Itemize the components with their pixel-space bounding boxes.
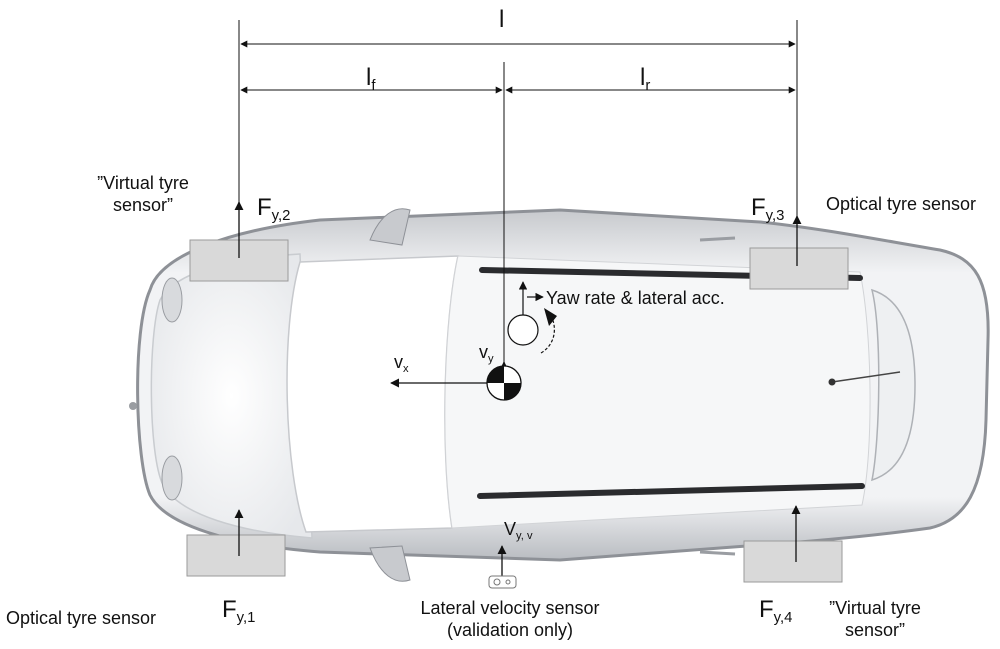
dimension-label-lr: lr — [640, 64, 650, 94]
velocity-vyv-text: V — [504, 519, 517, 539]
velocity-label-vx: vx — [394, 352, 409, 374]
car-headlight-bottom — [161, 455, 183, 501]
car-mirror-top — [369, 208, 411, 246]
yaw-rotation-arrowhead — [544, 308, 557, 326]
lateral-velocity-sensor-line2: (validation only) — [446, 620, 574, 640]
dimension-lr-subscript: r — [645, 78, 651, 95]
car-badge — [129, 402, 137, 410]
velocity-vyv-subscript: y, v — [516, 529, 533, 542]
sensor-box-rear-left — [749, 247, 849, 290]
dimension-label-lf: lf — [366, 64, 375, 94]
lateral-velocity-sensor-label: Lateral velocity sensor (validation only… — [390, 597, 630, 641]
lateral-velocity-sensor-lens-2 — [505, 579, 511, 585]
sensor-box-rear-right — [743, 540, 843, 583]
force-label-fy2: Fy,2 — [257, 194, 290, 224]
force-label-fy3: Fy,3 — [751, 194, 784, 224]
optical-tyre-sensor-top-label: Optical tyre sensor — [826, 194, 977, 214]
cog-quadrant-top-left — [487, 366, 504, 383]
velocity-vy-subscript: y — [488, 352, 494, 365]
optical-tyre-sensor-bottom-label: Optical tyre sensor — [6, 608, 157, 628]
force-fy4-text: F — [759, 596, 774, 623]
force-fy3-text: F — [751, 194, 766, 221]
car-mirror-bottom — [369, 545, 411, 582]
virtual-tyre-sensor-bottom-line1: ”Virtual tyre — [829, 598, 921, 618]
velocity-label-vyv: Vy, v — [504, 519, 533, 541]
force-arrows — [234, 201, 802, 562]
car-rear-wiper-pivot — [828, 378, 836, 386]
car-rear-window — [870, 288, 916, 482]
sensor-boxes — [186, 239, 849, 583]
dimension-lines — [238, 20, 798, 388]
force-fy2-text: F — [257, 194, 272, 221]
dimension-lf-subscript: f — [371, 78, 376, 95]
yaw-rate-label: Yaw rate & lateral acc. — [546, 288, 725, 308]
virtual-tyre-sensor-top-line2: sensor” — [112, 195, 174, 215]
force-label-fy4: Fy,4 — [759, 596, 792, 626]
virtual-tyre-sensor-top-label: ”Virtual tyre sensor” — [78, 172, 208, 216]
dimension-l-text: l — [499, 6, 505, 33]
door-handle-top — [699, 236, 736, 242]
door-handle-bottom — [699, 550, 736, 556]
sensor-box-front-right — [186, 534, 286, 577]
center-of-gravity — [390, 361, 522, 401]
car-roof — [444, 255, 871, 529]
force-fy2-subscript: y,2 — [271, 208, 291, 225]
virtual-tyre-sensor-bottom-label: ”Virtual tyre sensor” — [810, 597, 940, 641]
force-fy3-subscript: y,3 — [765, 208, 785, 225]
lateral-velocity-sensor-line1: Lateral velocity sensor — [420, 598, 600, 618]
virtual-tyre-sensor-bottom-line2: sensor” — [844, 620, 906, 640]
velocity-label-vy: vy — [479, 342, 494, 364]
car-rear-wiper — [831, 371, 901, 383]
force-fy4-subscript: y,4 — [773, 610, 793, 627]
velocity-vx-text: v — [394, 352, 403, 372]
force-fy1-subscript: y,1 — [236, 610, 256, 627]
velocity-vx-subscript: x — [403, 362, 409, 375]
lateral-velocity-sensor — [488, 545, 517, 589]
cog-quadrant-bottom-right — [504, 383, 521, 400]
lateral-velocity-sensor-lens-1 — [493, 578, 501, 586]
yaw-rate-sensor — [507, 281, 557, 354]
car-top-view — [129, 208, 990, 582]
dimension-lr-text: l — [640, 64, 646, 91]
dimension-lf-text: l — [366, 64, 372, 91]
car-headlight-top — [161, 277, 183, 323]
virtual-tyre-sensor-top-line1: ”Virtual tyre — [97, 173, 189, 193]
dimension-label-l: l — [499, 8, 504, 32]
velocity-vy-text: v — [479, 342, 488, 362]
force-label-fy1: Fy,1 — [222, 596, 255, 626]
force-fy1-text: F — [222, 596, 237, 623]
roof-rail-bottom — [477, 483, 865, 499]
lateral-velocity-sensor-device — [488, 575, 517, 589]
yaw-rate-sensor-circle — [507, 314, 539, 346]
car-windscreen — [286, 255, 459, 533]
